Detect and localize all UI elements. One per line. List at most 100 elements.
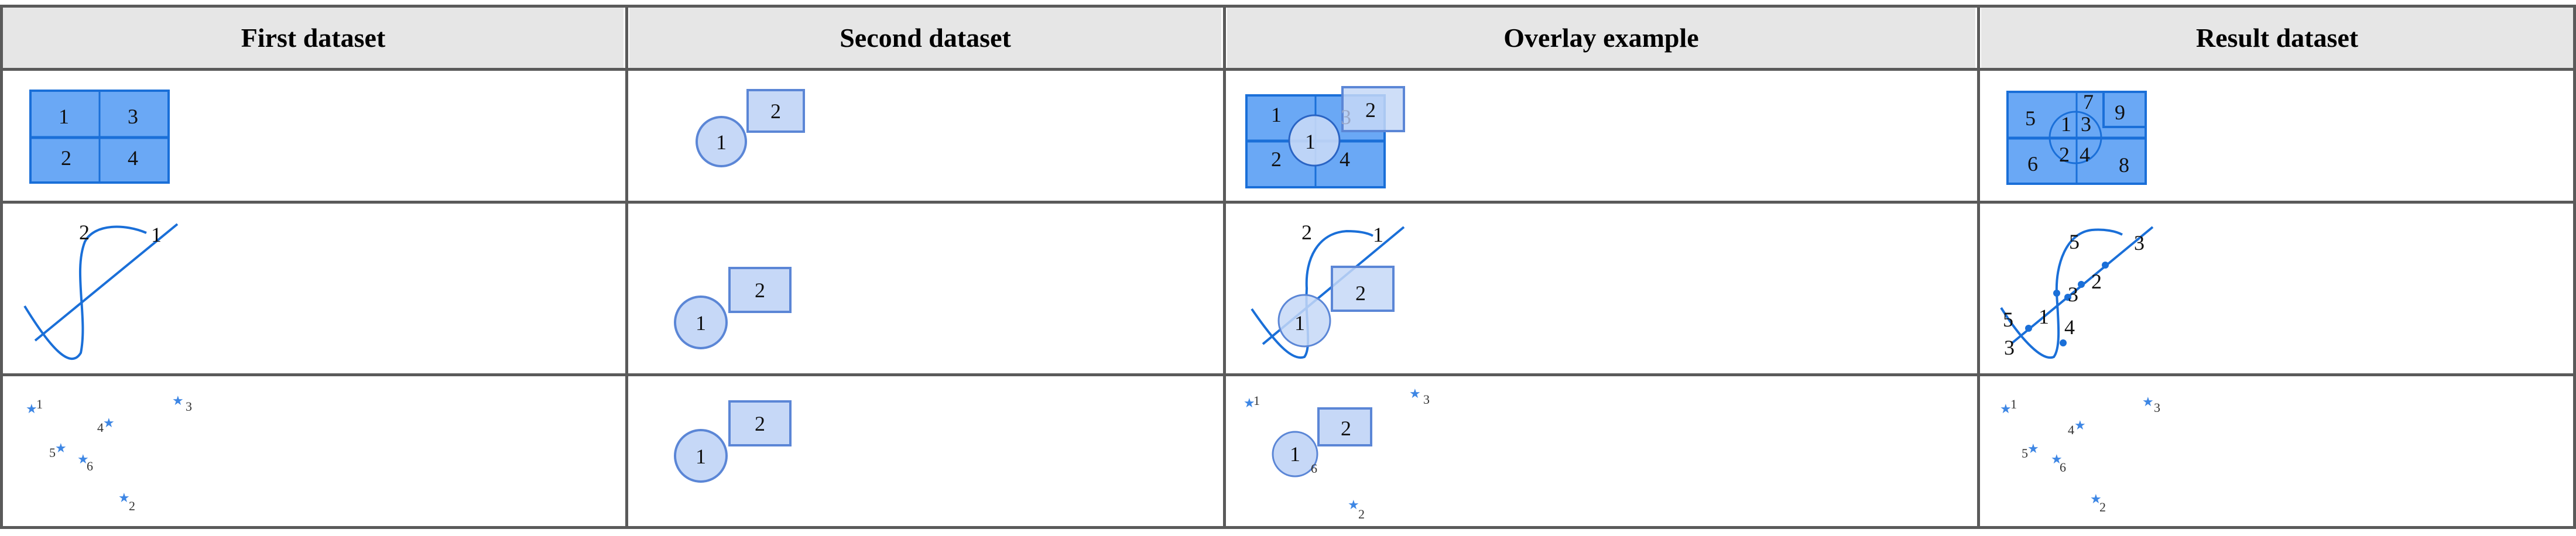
point-label: 5 xyxy=(2022,446,2028,461)
point-label: 3 xyxy=(186,399,192,414)
polygon-first-dataset: 1 3 2 4 xyxy=(29,90,170,184)
polygon-label: 1 xyxy=(2061,112,2071,136)
polygon-label: 2 xyxy=(1341,417,1351,440)
polygon-label: 7 xyxy=(2083,90,2094,114)
polygon-label: 4 xyxy=(2080,143,2090,166)
star-point-icon: ★ xyxy=(1409,386,1421,401)
polygon-overlay-example: 1 2 4 1 2 3 xyxy=(1245,86,1405,188)
column-divider xyxy=(1223,5,1226,529)
column-divider xyxy=(1977,5,1980,529)
polygon-label: 1 xyxy=(1305,130,1316,153)
point-label: 2 xyxy=(2099,500,2106,514)
star-point-icon: ★ xyxy=(2090,492,2102,506)
polygon-second-dataset: 1 2 xyxy=(696,89,805,167)
polygon-label: 1 xyxy=(1294,311,1305,335)
points-first-dataset: ★ 1 ★ 3 ★ 4 ★ 5 ★ 6 ★ 2 xyxy=(26,393,192,513)
polygon-label: 1 xyxy=(716,130,727,154)
line-label: 3 xyxy=(2134,231,2145,255)
table-border-bottom xyxy=(0,526,2576,529)
point-label: 1 xyxy=(2010,397,2017,411)
polygon-second-dataset-row3: 1 2 xyxy=(674,400,792,483)
point-label: 6 xyxy=(2060,460,2066,475)
star-point-icon: ★ xyxy=(2027,441,2039,456)
point-label: 5 xyxy=(49,445,56,460)
header-first-dataset: First dataset xyxy=(3,8,624,68)
polygon-label: 1 xyxy=(1271,103,1282,126)
polygon-label: 2 xyxy=(755,279,765,302)
polygon-label: 8 xyxy=(2119,153,2129,177)
curved-line xyxy=(23,225,147,360)
table-border-top xyxy=(0,5,2576,8)
polygon-label: 2 xyxy=(755,412,765,435)
point-label: 1 xyxy=(1253,393,1260,408)
point-label: 2 xyxy=(1358,507,1365,521)
star-point-icon: ★ xyxy=(172,393,184,408)
line-label: 2 xyxy=(79,221,90,244)
polygon-label: 1 xyxy=(59,105,69,128)
polygon-label: 2 xyxy=(770,99,781,123)
row-divider xyxy=(0,373,2576,376)
polygon-label: 2 xyxy=(1355,281,1366,305)
line-label: 1 xyxy=(2039,305,2049,328)
star-point-icon: ★ xyxy=(2000,401,2012,416)
polygon-label: 4 xyxy=(1340,147,1350,171)
polygon-label: 3 xyxy=(2081,112,2091,136)
header-second-dataset: Second dataset xyxy=(629,8,1221,68)
polygon-label: 2 xyxy=(61,146,71,170)
circle-polygon xyxy=(696,116,747,167)
row-divider xyxy=(0,201,2576,204)
line-label: 3 xyxy=(2004,336,2015,359)
line-overlay-example: 2 1 1 2 xyxy=(1251,221,1405,359)
polygon-label: 3 xyxy=(128,105,138,128)
table-border-left xyxy=(0,5,3,529)
star-point-icon: ★ xyxy=(103,415,115,430)
line-result-dataset: 5 3 2 3 1 5 4 3 xyxy=(2000,226,2154,359)
star-point-icon: ★ xyxy=(26,401,37,416)
point-label: 4 xyxy=(2068,422,2074,437)
polygon-label: 4 xyxy=(128,146,138,170)
points-result-dataset: ★ 1 ★ 3 ★ 4 ★ 5 ★ 6 ★ 2 xyxy=(2000,394,2160,514)
point-label: 6 xyxy=(87,459,93,473)
polygon-label: 1 xyxy=(1290,442,1300,466)
table-border-right xyxy=(2573,5,2576,529)
point-label: 2 xyxy=(129,499,135,513)
polygon-label: 2 xyxy=(1365,98,1376,122)
points-overlay-example: ★ 1 ★ 3 2 1 6 ★ 2 xyxy=(1244,386,1430,521)
straight-line xyxy=(34,223,179,342)
line-label: 2 xyxy=(2091,270,2102,293)
polygon-label: 6 xyxy=(2027,152,2038,176)
line-label: 1 xyxy=(151,223,162,246)
star-point-icon: ★ xyxy=(2074,418,2086,432)
star-point-icon: ★ xyxy=(77,452,89,466)
polygon-result-dataset: 5 6 1 3 2 4 7 9 8 xyxy=(2006,90,2147,185)
line-label: 3 xyxy=(2068,283,2078,306)
star-point-icon: ★ xyxy=(2142,394,2154,409)
vertex-markers xyxy=(2025,262,2109,346)
star-point-icon: ★ xyxy=(2051,452,2063,466)
polygon-label: 2 xyxy=(2059,143,2070,166)
point-label: 4 xyxy=(97,420,104,435)
point-label: 1 xyxy=(36,397,43,411)
polygon-second-dataset-row2: 1 2 xyxy=(674,267,792,349)
header-divider xyxy=(0,68,2576,71)
point-label: 3 xyxy=(1423,392,1430,407)
column-divider xyxy=(625,5,628,529)
header-overlay-example: Overlay example xyxy=(1227,8,1975,68)
polygon-label: 1 xyxy=(696,311,706,335)
point-label: 6 xyxy=(1311,461,1317,476)
line-label: 5 xyxy=(2069,230,2080,253)
line-label: 2 xyxy=(1301,221,1312,244)
polygon-label: 1 xyxy=(696,445,706,468)
star-point-icon: ★ xyxy=(55,441,67,455)
point-label: 3 xyxy=(2154,400,2160,415)
polygon-label: 2 xyxy=(1271,147,1282,171)
overlay-comparison-table: First dataset Second dataset Overlay exa… xyxy=(0,5,2576,529)
star-point-icon: ★ xyxy=(1244,396,1255,410)
line-label: 1 xyxy=(1373,223,1383,246)
polygon-label: 5 xyxy=(2025,106,2036,130)
line-label: 4 xyxy=(2064,315,2075,339)
star-point-icon: ★ xyxy=(118,490,130,505)
polygon-label: 3 xyxy=(1341,105,1351,129)
line-first-dataset: 2 1 xyxy=(23,221,179,360)
polygon-label: 9 xyxy=(2115,101,2125,124)
